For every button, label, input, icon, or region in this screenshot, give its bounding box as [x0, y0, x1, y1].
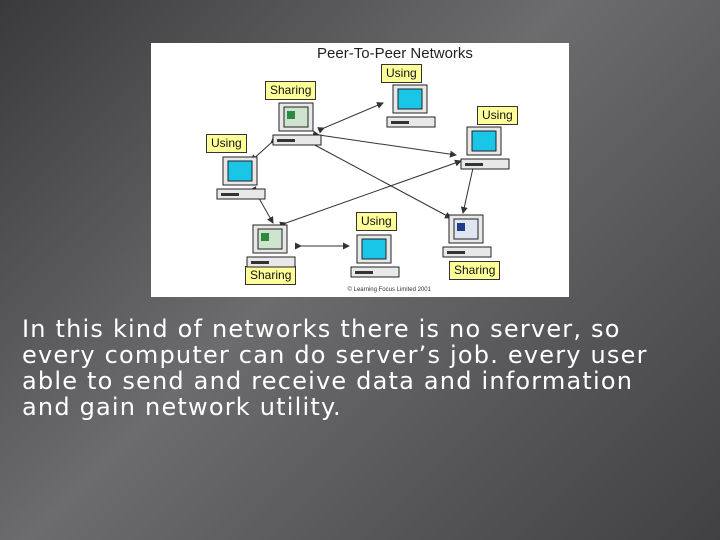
connection-arrows — [249, 102, 478, 250]
arrow-right-bottomright — [460, 161, 478, 214]
arrow-bottomleft-right — [279, 159, 462, 229]
computer-icon — [457, 125, 513, 183]
computer-icon — [383, 83, 439, 141]
diagram-title: Peer-To-Peer Networks — [317, 45, 473, 62]
node-label-left-middle: Using — [206, 134, 247, 153]
node-label-right-upper: Using — [477, 106, 518, 125]
body-paragraph: In this kind of networks there is no ser… — [22, 315, 648, 421]
node-label-top-left: Sharing — [265, 81, 317, 100]
network-diagram: Peer-To-Peer Networks Using Sharing Usin… — [151, 43, 569, 297]
node-label-top-center: Using — [381, 64, 422, 83]
arrow-topleft-topcenter — [317, 102, 384, 134]
computer-icon — [243, 223, 299, 281]
node-label-bottom-left: Sharing — [245, 266, 297, 285]
computer-icon — [439, 213, 495, 271]
node-label-bottom-right: Sharing — [449, 261, 501, 280]
computer-icon — [347, 233, 403, 291]
computer-icon — [269, 101, 325, 159]
node-label-bottom-center: Using — [356, 212, 397, 231]
copyright-text: © Learning Focus Limited 2001 — [347, 287, 431, 293]
computer-icon — [213, 155, 269, 213]
